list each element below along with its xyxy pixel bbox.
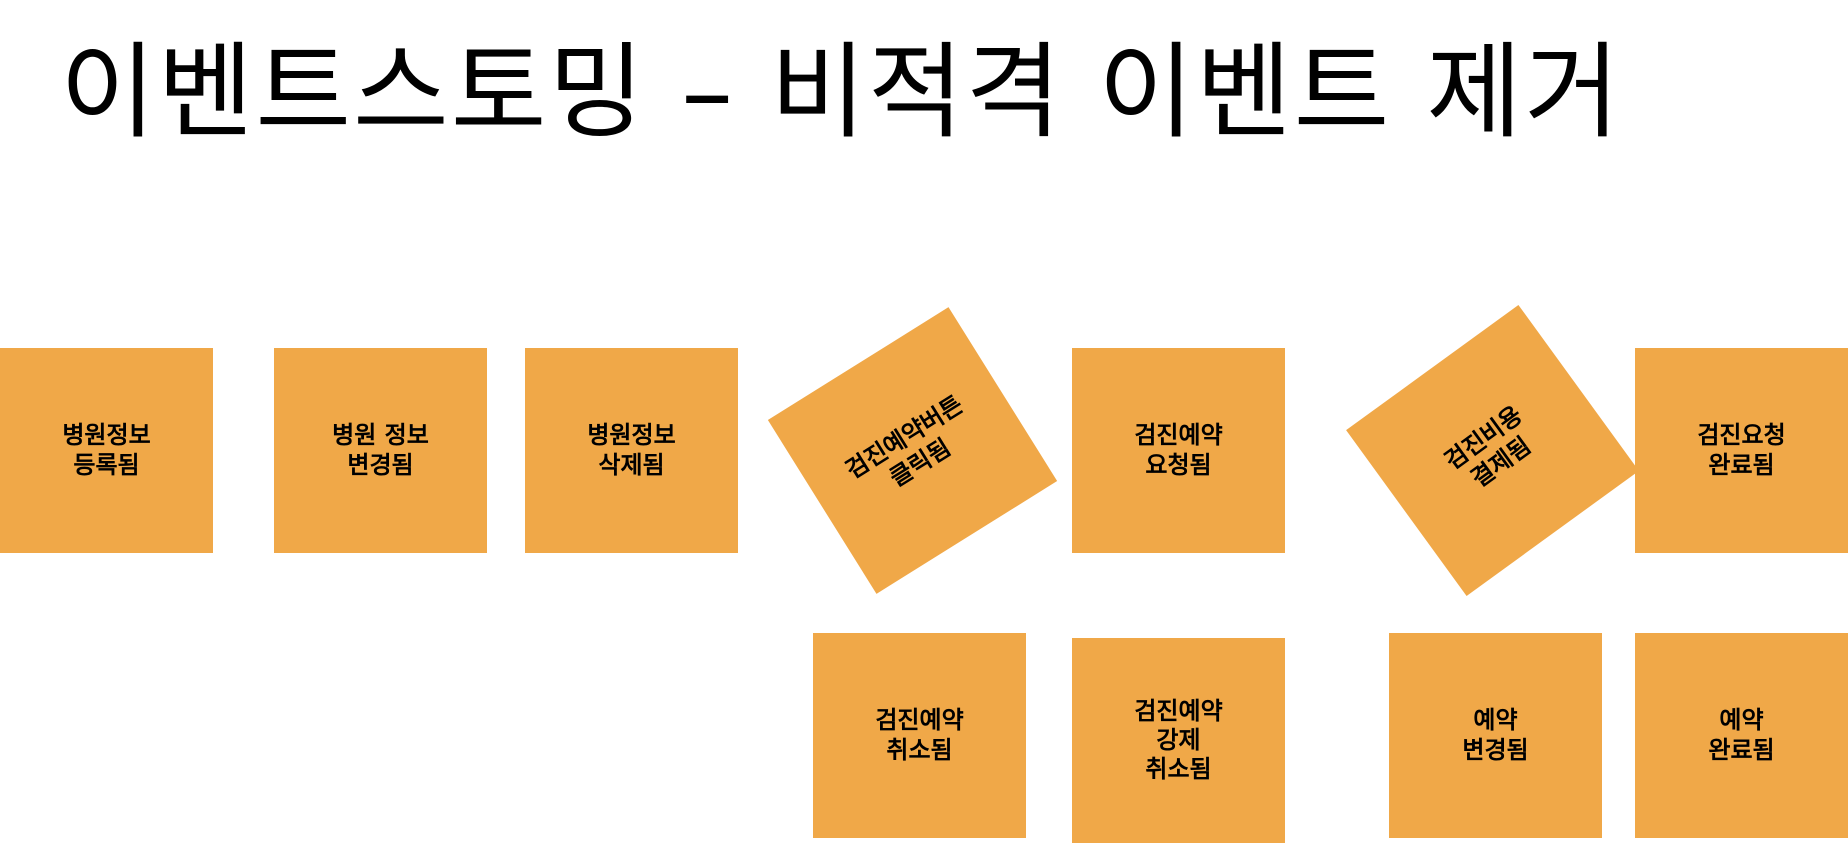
sticky-hospital-info-changed: 병원 정보 변경됨 bbox=[274, 348, 487, 553]
sticky-checkup-requested: 검진예약 요청됨 bbox=[1072, 348, 1285, 553]
sticky-reservation-completed: 예약 완료됨 bbox=[1635, 633, 1848, 838]
sticky-checkup-fee-paid: 검진비용 결제됨 bbox=[1346, 304, 1639, 597]
sticky-checkup-request-completed: 검진요청 완료됨 bbox=[1635, 348, 1848, 553]
sticky-hospital-info-registered: 병원정보 등록됨 bbox=[0, 348, 213, 553]
sticky-reservation-changed: 예약 변경됨 bbox=[1389, 633, 1602, 838]
sticky-hospital-info-deleted: 병원정보 삭제됨 bbox=[525, 348, 738, 553]
sticky-checkup-force-cancelled: 검진예약 강제 취소됨 bbox=[1072, 638, 1285, 843]
page-title: 이벤트스토밍 – 비적격 이벤트 제거 bbox=[60, 31, 1622, 153]
sticky-checkup-button-clicked: 검진예약버튼 클릭됨 bbox=[767, 307, 1058, 594]
sticky-checkup-cancelled: 검진예약 취소됨 bbox=[813, 633, 1026, 838]
